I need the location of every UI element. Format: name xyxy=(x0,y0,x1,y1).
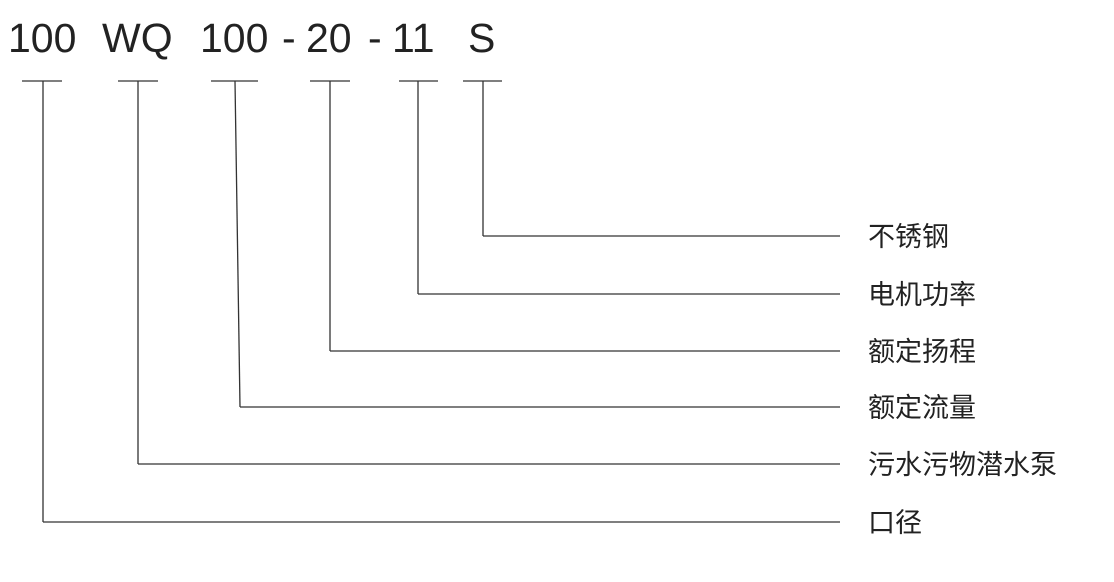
code-head: 20 xyxy=(306,15,352,61)
label-rated-flow: 额定流量 xyxy=(868,393,976,424)
label-stainless-steel: 不锈钢 xyxy=(868,222,949,253)
label-pump-type: 污水污物潜水泵 xyxy=(868,450,1057,481)
connector-power xyxy=(399,80,840,295)
code-caliber: 100 xyxy=(8,15,76,61)
code-material: S xyxy=(468,15,495,61)
code-power: 11 xyxy=(392,15,435,61)
connector-head xyxy=(310,80,840,352)
label-rated-head: 额定扬程 xyxy=(868,337,976,368)
code-flow: 100 xyxy=(200,15,268,61)
code-dash-2: - xyxy=(368,15,382,61)
connector-material xyxy=(463,80,840,237)
connector-flow xyxy=(211,80,840,408)
connector-caliber xyxy=(22,80,840,523)
code-dash-1: - xyxy=(282,15,296,61)
model-code: 100 WQ 100 - 20 - 11 S xyxy=(8,15,495,61)
label-caliber: 口径 xyxy=(868,508,922,539)
connector-type xyxy=(118,80,840,465)
label-motor-power: 电机功率 xyxy=(868,280,976,311)
code-type: WQ xyxy=(102,15,173,61)
legend-labels: 不锈钢 电机功率 额定扬程 额定流量 污水污物潜水泵 口径 xyxy=(868,222,1057,539)
